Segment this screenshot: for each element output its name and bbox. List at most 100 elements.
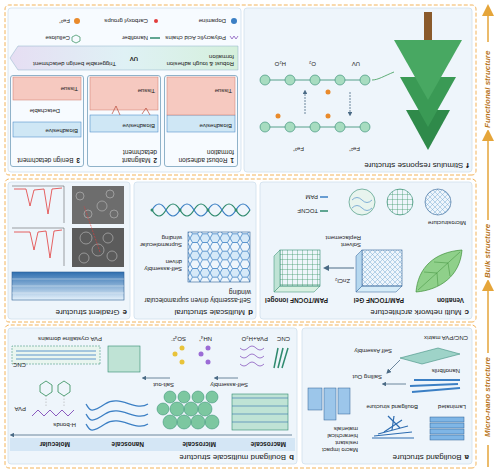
section-frame-part [5, 179, 476, 322]
bouligand-illustration-part-part [388, 416, 400, 428]
multiscale-illustration-part-part [16, 359, 96, 360]
multiscale-illustration-part-part [278, 348, 283, 368]
multiscale-illustration-part [16, 351, 96, 359]
bouligand-illustration-part-part [308, 388, 322, 410]
panel-letter: 3 [76, 157, 80, 164]
multiscale-illustration-part [12, 346, 100, 364]
tree-illustration [394, 12, 462, 150]
legend-icon-part [231, 18, 237, 24]
network-illustration-part [274, 286, 320, 292]
legend-text: Carboxyl groups [86, 17, 148, 24]
panel-letter: f [466, 161, 469, 170]
figure-label: Tissue [138, 87, 155, 94]
panel-letter: c [465, 308, 469, 317]
section-frame-part [5, 325, 476, 468]
gradient-illustration-part [12, 279, 124, 293]
multiscale-illustration-part-part [192, 391, 204, 403]
legend-icon [72, 18, 238, 43]
figure-label: Salt-out [153, 381, 174, 388]
figure-label: Macroscale [251, 441, 286, 449]
axis-label: Micro-nano structure [483, 355, 493, 439]
figure-label: Self-assembly [210, 381, 248, 388]
multiscale-illustration-part-part [232, 422, 288, 423]
multiscale-illustration-part-part [178, 391, 190, 403]
gradient-illustration-part-part [97, 201, 107, 211]
figure-label: CNC [13, 361, 26, 368]
figure-label: Bouligand structure [366, 403, 418, 410]
legend-text: Dopamine [164, 17, 226, 24]
panel-title: Stimulus response structure [364, 161, 463, 170]
figure-label: CNC/PVA matrix [424, 334, 468, 341]
panel-ground-part [302, 328, 472, 464]
figure-label: Macro impact resistant hierarchical mate… [304, 425, 358, 453]
figure-label: Robust & tough adhesion formation [142, 53, 234, 67]
adhesion-illustration-part [167, 77, 235, 115]
multiscale-illustration-part-part [206, 391, 218, 403]
network-illustration-part [280, 250, 320, 286]
figure-label: Self-assembly driven [138, 258, 182, 272]
figure-label: Nanofibrils [432, 367, 460, 374]
network-illustration-part [362, 250, 402, 286]
chemistry-illustration-part-part [326, 114, 331, 119]
adhesion-illustration-part [10, 46, 238, 70]
multiscale-illustration-part [216, 378, 238, 379]
multiscale-illustration-part [40, 381, 70, 396]
adhesion-illustration-part [112, 106, 150, 115]
multiscale-illustration-part-part [64, 396, 65, 406]
legend-icon-part [154, 19, 158, 23]
panel-letter: b [289, 453, 294, 462]
bouligand-illustration-part-part [392, 416, 394, 430]
panel-title: Micro-nano structure [483, 357, 492, 437]
legend-icon-part [150, 37, 160, 39]
panel-ground-part [244, 8, 472, 172]
bouligand-illustration-part-part [338, 388, 350, 414]
chemistry-illustration-part-part [285, 122, 295, 132]
gradient-illustration-part [12, 272, 124, 300]
panel-title: Benign detachment [17, 157, 73, 164]
bouligand-illustration-part-part [324, 388, 336, 420]
bouligand-illustration-part [410, 380, 460, 392]
winding-illustration-part-part [151, 209, 154, 212]
panel-letter: a [465, 453, 469, 462]
panel-title: Robust adhesion formation [179, 150, 234, 165]
multiscale-illustration-part [232, 398, 288, 422]
axis-label: Bulk structure [483, 222, 493, 280]
figure-label: ZnCl₂ [335, 277, 350, 284]
section-frame [5, 5, 476, 468]
winding-illustration-part-part [235, 209, 238, 212]
multiscale-illustration-part-part [173, 352, 178, 357]
gradient-illustration-part-part [107, 251, 117, 261]
network-illustration-part [320, 210, 328, 212]
bouligand-illustration-part [308, 388, 350, 420]
chemistry-illustration-part-part [360, 75, 370, 85]
figure-label: SO₄²⁻ [171, 335, 186, 342]
figure-label: Fe³⁺ [293, 145, 304, 152]
bouligand-illustration-part [384, 384, 406, 385]
bouligand-illustration-part [430, 417, 464, 440]
figure-label: TOCNF [297, 207, 318, 214]
multiscale-illustration-part-part [86, 411, 148, 420]
multiscale-illustration-part-part [232, 406, 288, 407]
bouligand-illustration-part-part [372, 437, 414, 438]
figure-label: Bioadhesive [45, 127, 78, 134]
multiscale-illustration-part-part [86, 401, 148, 410]
panel-title: Bouligand structure [393, 453, 462, 462]
network-illustration-part [349, 189, 375, 215]
multiscale-illustration-part-part [40, 381, 52, 396]
multiscale-illustration-part-part [274, 348, 278, 368]
axis-line-part [487, 10, 489, 42]
multiscale-illustration-part-part [164, 391, 176, 403]
bouligand-illustration-part-part [414, 379, 460, 381]
multiscale-illustration [10, 346, 295, 452]
multiscale-illustration-part [173, 346, 185, 365]
adhesion-illustration-part [167, 115, 235, 132]
adhesion-illustration-part [13, 122, 81, 137]
panel-title: Multiscale structural [174, 308, 245, 317]
winding-illustration-part [152, 204, 250, 216]
panel-title: Multi network architecture [370, 308, 461, 317]
gradient-illustration-part [76, 190, 118, 263]
figure-label: Triggerable benign detachment [20, 60, 116, 67]
bouligand-illustration-part-part [430, 423, 464, 428]
